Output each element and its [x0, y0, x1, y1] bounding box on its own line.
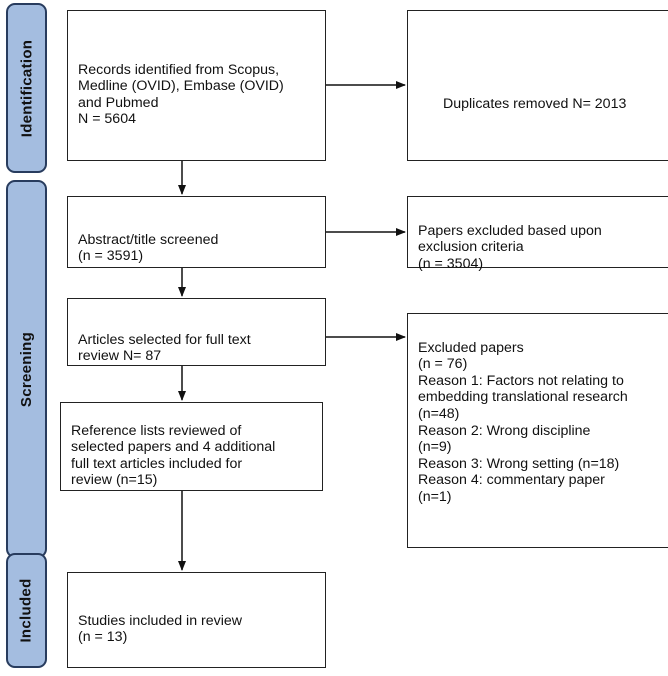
papers-excluded-box: Papers excluded based upon exclusion cri… [407, 196, 668, 272]
duplicates-removed-box: Duplicates removed N= 2013 [407, 10, 668, 161]
excluded-papers-box: Excluded papers (n = 76) Reason 1: Facto… [407, 313, 668, 548]
full-text-selected-box: Articles selected for full text review N… [67, 298, 326, 366]
stage-screening-label: Screening [18, 331, 36, 407]
excluded-papers-text: Excluded papers (n = 76) Reason 1: Facto… [418, 339, 628, 505]
records-identified-text: Records identified from Scopus, Medline … [78, 61, 284, 128]
stage-identification: Identification [6, 3, 47, 173]
full-text-selected-text: Articles selected for full text review N… [78, 331, 251, 365]
papers-excluded-text: Papers excluded based upon exclusion cri… [418, 222, 602, 272]
reference-lists-box: Reference lists reviewed of selected pap… [60, 402, 323, 491]
stage-screening: Screening [6, 180, 47, 558]
studies-included-text: Studies included in review (n = 13) [78, 612, 243, 646]
reference-lists-text: Reference lists reviewed of selected pap… [71, 422, 276, 489]
duplicates-removed-text: Duplicates removed N= 2013 [443, 95, 627, 112]
abstract-screened-box: Abstract/title screened (n = 3591) [67, 196, 326, 268]
stage-included: Included [6, 553, 47, 668]
stage-identification-label: Identification [18, 39, 36, 137]
abstract-screened-text: Abstract/title screened (n = 3591) [78, 231, 219, 265]
studies-included-box: Studies included in review (n = 13) [67, 572, 326, 668]
records-identified-box: Records identified from Scopus, Medline … [67, 10, 326, 161]
stage-included-label: Included [18, 578, 36, 643]
